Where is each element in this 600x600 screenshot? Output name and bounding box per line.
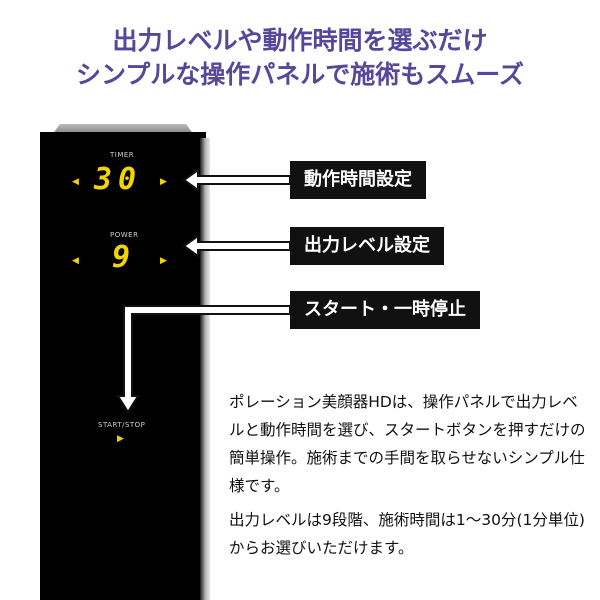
power-callout: 出力レベル設定 bbox=[290, 227, 444, 265]
power-increase-button[interactable]: ▶ bbox=[160, 256, 167, 266]
startstop-button[interactable]: ▶ bbox=[117, 434, 124, 444]
description-paragraph-2: 出力レベルは9段階、施術時間は1〜30分(1分単位)からお選びいただけます。 bbox=[229, 511, 585, 557]
headline: 出力レベルや動作時間を選ぶだけ シンプルな操作パネルで施術もスムーズ bbox=[0, 24, 600, 92]
timer-callout-arrow bbox=[182, 168, 291, 192]
power-callout-arrow bbox=[182, 234, 291, 258]
timer-display: 30 bbox=[94, 162, 143, 197]
timer-label: TIMER bbox=[110, 151, 135, 159]
timer-increase-button[interactable]: ▶ bbox=[160, 177, 167, 187]
device-side-edge bbox=[200, 138, 210, 600]
power-label: POWER bbox=[110, 231, 139, 239]
power-decrease-button[interactable]: ◀ bbox=[72, 256, 79, 266]
timer-decrease-button[interactable]: ◀ bbox=[72, 177, 79, 187]
start-callout-arrow bbox=[116, 305, 291, 414]
headline-line-1: 出力レベルや動作時間を選ぶだけ bbox=[112, 26, 488, 55]
power-display: 9 bbox=[112, 240, 137, 275]
start-callout: スタート・一時停止 bbox=[290, 291, 480, 329]
startstop-label: START/STOP bbox=[98, 421, 146, 429]
description-paragraph-1: ポレーション美顔器HDは、操作パネルで出力レベルと動作時間を選び、スタートボタン… bbox=[229, 393, 586, 495]
timer-callout: 動作時間設定 bbox=[290, 161, 426, 199]
description: ポレーション美顔器HDは、操作パネルで出力レベルと動作時間を選び、スタートボタン… bbox=[229, 388, 589, 562]
headline-line-2: シンプルな操作パネルで施術もスムーズ bbox=[75, 60, 524, 89]
